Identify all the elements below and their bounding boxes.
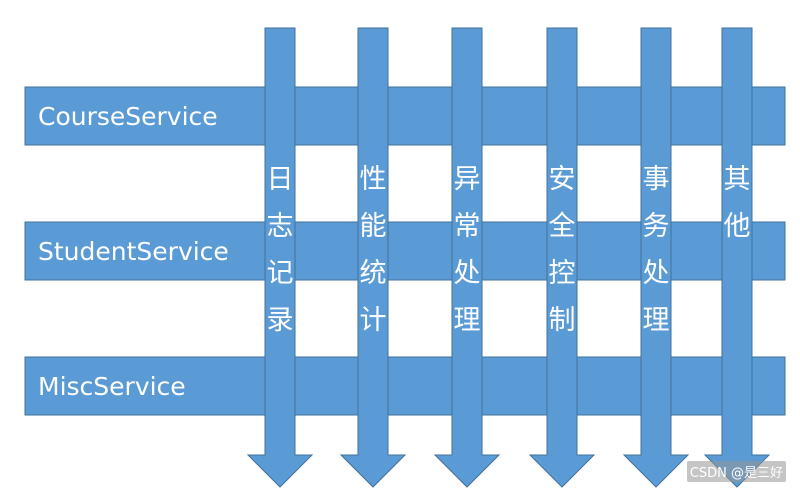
service-bar-label: MiscService [38,372,186,401]
concern-arrow-3: 异常处理 [433,27,501,488]
concern-arrow-label: 安全控制 [549,164,576,336]
concern-arrow-shape [622,27,690,488]
watermark: CSDN @是三好 [686,461,786,482]
concern-arrow-2: 性能统计 [339,27,407,488]
service-bar-label: StudentService [38,237,229,266]
concern-arrow-shape [433,27,501,488]
concern-arrow-4: 安全控制 [528,27,596,488]
service-bar-label: CourseService [38,102,218,131]
concern-arrow-6: 其他 [703,27,771,488]
concern-arrow-shape [339,27,407,488]
concern-arrow-label: 事务处理 [643,164,670,336]
concern-arrow-1: 日志记录 [246,27,314,488]
concern-arrow-label: 其他 [724,164,751,242]
concern-arrow-label: 异常处理 [454,164,481,336]
concern-arrow-shape [528,27,596,488]
concern-arrow-5: 事务处理 [622,27,690,488]
concern-arrow-label: 日志记录 [267,164,294,336]
concern-arrow-label: 性能统计 [360,164,387,336]
concern-arrows: 日志记录 性能统计 异常处理 安全控制 事务处理 其他 [246,27,771,488]
concern-arrow-shape [246,27,314,488]
